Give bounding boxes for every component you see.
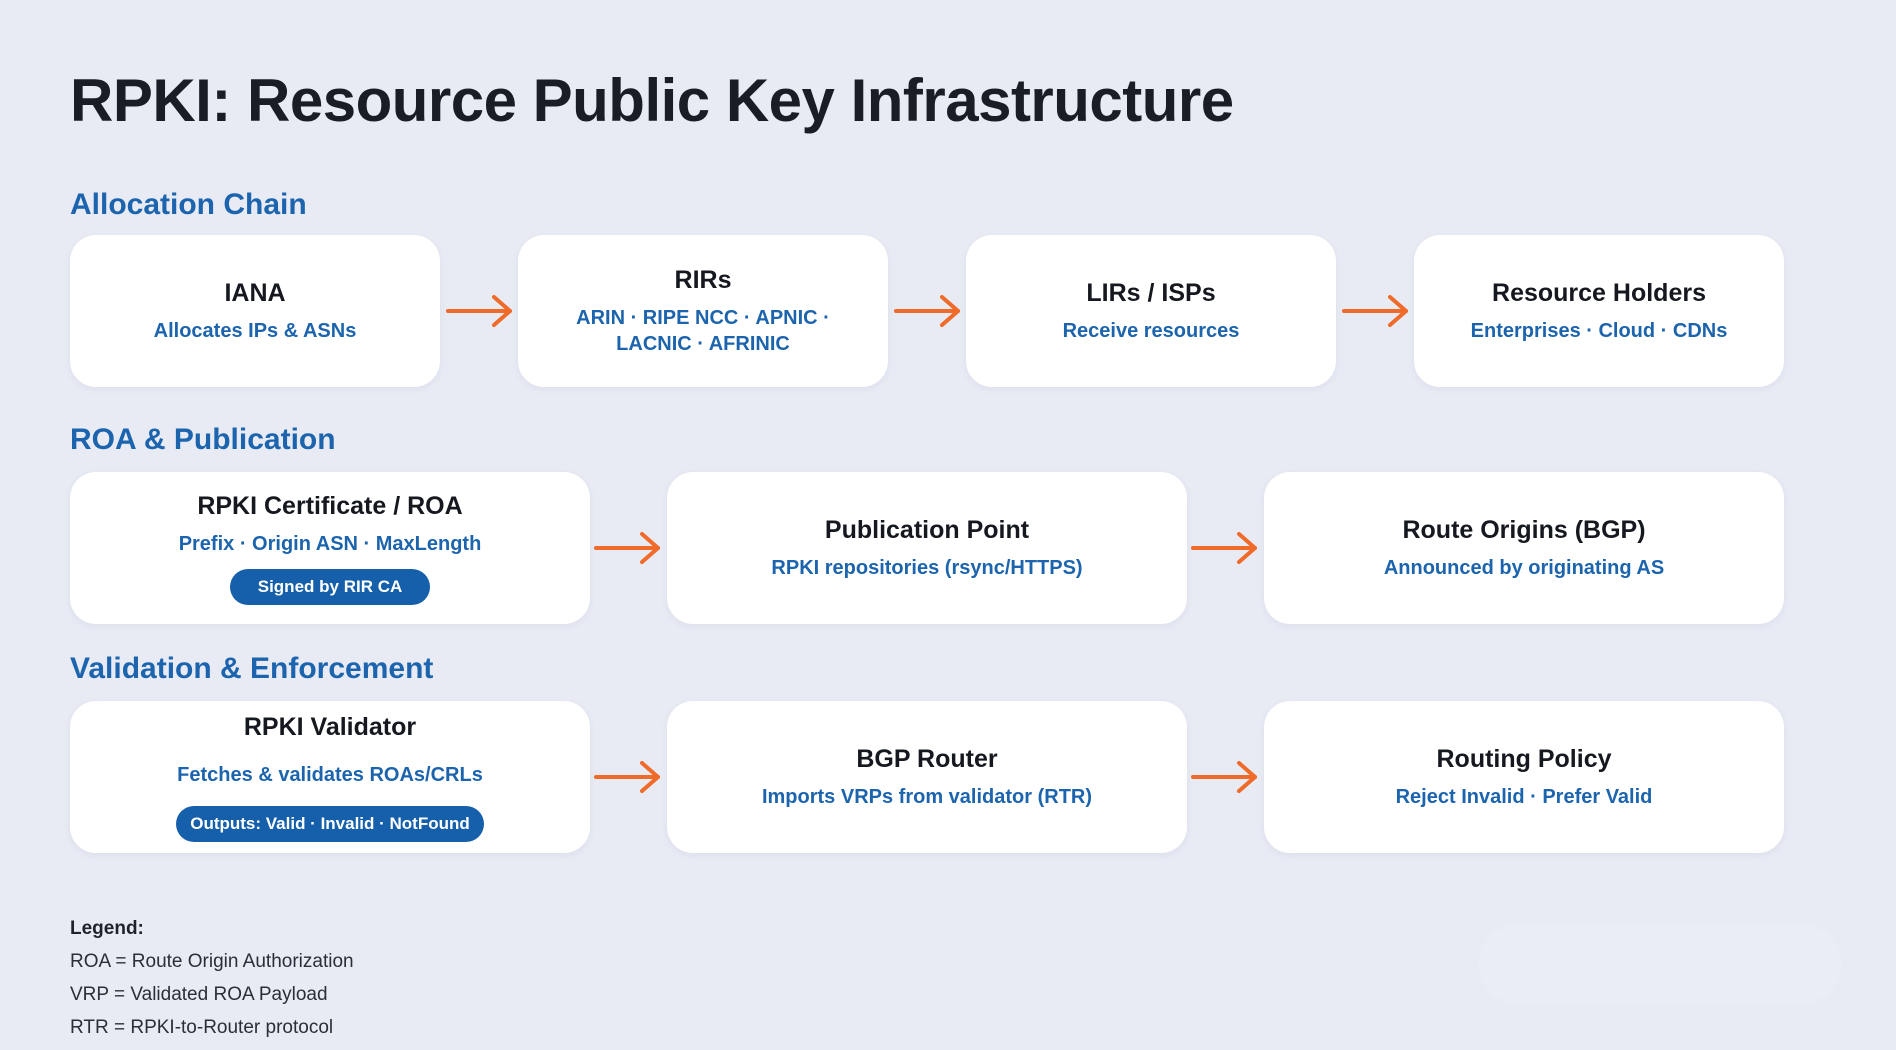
arrow-right-icon: [446, 291, 516, 331]
card-subtitle: Enterprises · Cloud · CDNs: [1470, 320, 1728, 342]
card-routing-policy: Routing Policy Reject Invalid · Prefer V…: [1264, 701, 1784, 853]
card-subtitle: Prefix · Origin ASN · MaxLength: [178, 532, 482, 555]
card-subtitle: Announced by originating AS: [1383, 557, 1665, 579]
card-iana: IANA Allocates IPs & ASNs: [70, 235, 440, 387]
card-title: RPKI Certificate / ROA: [197, 491, 463, 520]
card-subtitle: Fetches & validates ROAs/CRLs: [177, 763, 483, 786]
card-title: Resource Holders: [1492, 279, 1706, 307]
card-subtitle: ARIN · RIPE NCC · APNIC · LACNIC · AFRIN…: [576, 307, 830, 355]
card-rpki-validator: RPKI Validator Fetches & validates ROAs/…: [70, 701, 590, 853]
page-title: RPKI: Resource Public Key Infrastructure: [70, 67, 1234, 134]
card-lirs-isps: LIRs / ISPs Receive resources: [966, 235, 1336, 387]
section-title-allocation-chain: Allocation Chain: [70, 188, 307, 221]
card-rpki-certificate-roa: RPKI Certificate / ROA Prefix · Origin A…: [70, 472, 590, 624]
card-subtitle: Receive resources: [1062, 320, 1240, 342]
arrow-right-icon: [1191, 528, 1261, 568]
arrow-right-icon: [894, 291, 964, 331]
signed-badge: Signed by RIR CA: [229, 568, 431, 606]
legend-item-roa: ROA = Route Origin Authorization: [70, 951, 354, 972]
card-rirs: RIRs ARIN · RIPE NCC · APNIC · LACNIC · …: [518, 235, 888, 387]
card-subtitle: RPKI repositories (rsync/HTTPS): [771, 557, 1083, 579]
arrow-right-icon: [1342, 291, 1412, 331]
section-title-validation-enforcement: Validation & Enforcement: [70, 652, 434, 685]
card-subtitle: Imports VRPs from validator (RTR): [761, 786, 1093, 808]
arrow-right-icon: [594, 757, 664, 797]
card-title: RIRs: [674, 266, 732, 294]
card-subtitle: Reject Invalid · Prefer Valid: [1395, 786, 1653, 808]
card-title: BGP Router: [856, 745, 998, 773]
card-title: Route Origins (BGP): [1402, 516, 1646, 544]
arrow-right-icon: [1191, 757, 1261, 797]
card-bgp-router: BGP Router Imports VRPs from validator (…: [667, 701, 1187, 853]
card-title: IANA: [224, 279, 286, 307]
legend: Legend: ROA = Route Origin Authorization…: [70, 912, 354, 1044]
card-publication-point: Publication Point RPKI repositories (rsy…: [667, 472, 1187, 624]
card-subtitle: Allocates IPs & ASNs: [153, 320, 357, 342]
outputs-badge: Outputs: Valid · Invalid · NotFound: [176, 805, 484, 843]
card-title: RPKI Validator: [243, 712, 417, 741]
card-title: Publication Point: [824, 516, 1030, 544]
card-resource-holders: Resource Holders Enterprises · Cloud · C…: [1414, 235, 1784, 387]
section-title-roa-publication: ROA & Publication: [70, 423, 336, 456]
card-title: Routing Policy: [1436, 745, 1612, 773]
card-route-origins-bgp: Route Origins (BGP) Announced by origina…: [1264, 472, 1784, 624]
card-title: LIRs / ISPs: [1086, 279, 1216, 307]
arrow-right-icon: [594, 528, 664, 568]
legend-item-vrp: VRP = Validated ROA Payload: [70, 984, 328, 1005]
legend-item-rtr: RTR = RPKI-to-Router protocol: [70, 1017, 334, 1038]
faint-overlay-shape: [1478, 925, 1842, 1003]
legend-title: Legend:: [70, 918, 144, 939]
